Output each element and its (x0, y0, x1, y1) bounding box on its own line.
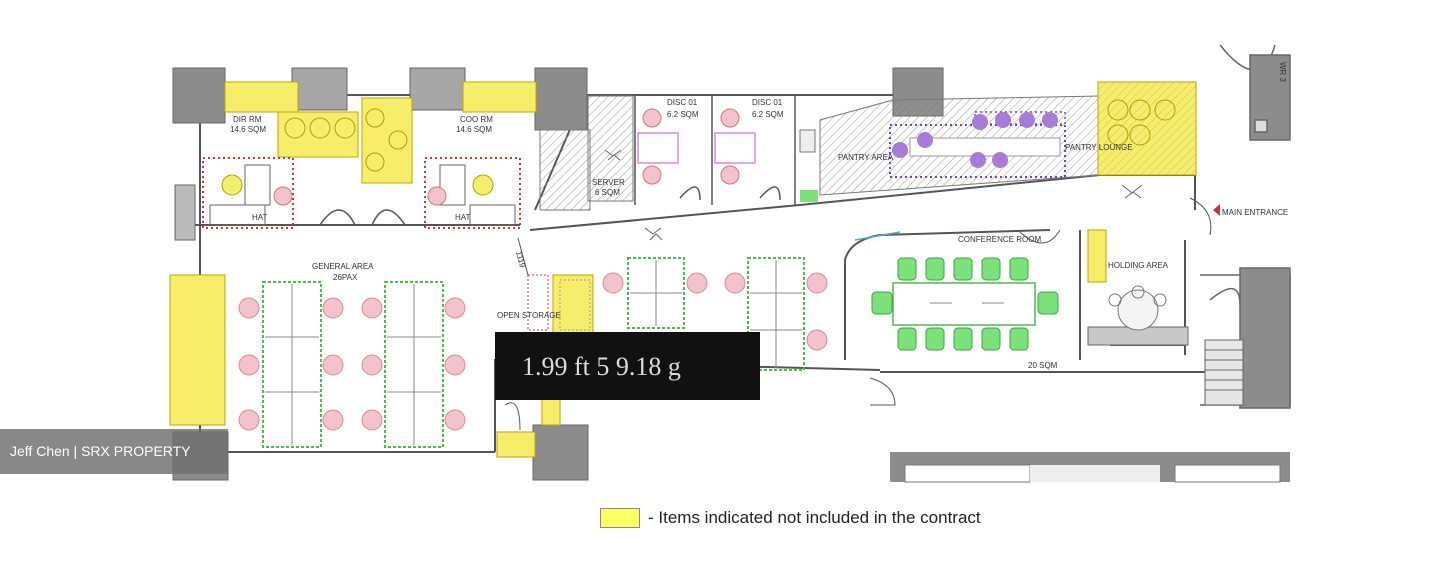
pantry-furniture (799, 111, 1066, 202)
stairs (1087, 326, 1244, 406)
server-area: 6 SQM (595, 188, 620, 197)
dir-room-area: 14.6 SQM (230, 125, 266, 134)
disc2-area: 6.2 SQM (752, 110, 784, 119)
executive-desks (202, 157, 521, 229)
disc1-name: DISC 01 (667, 98, 698, 107)
hat-label-2: HAT (455, 213, 471, 222)
coo-room-name: COO RM (460, 115, 493, 124)
general-chairs (238, 272, 828, 431)
general-area-capacity: 26PAX (333, 273, 358, 282)
corner-tag: WR 3 (1278, 62, 1287, 83)
hat-label-1: HAT (252, 213, 268, 222)
disc2-name: DISC 01 (752, 98, 783, 107)
coo-room-area: 14.6 SQM (456, 125, 492, 134)
general-area-label: GENERAL AREA (312, 262, 374, 271)
holding-furniture (527, 274, 1167, 331)
executive-chairs (221, 174, 494, 206)
scribble-text: 1.99 ft 5 9.18 g (522, 352, 681, 381)
watermark: Jeff Chen | SRX PROPERTY (0, 429, 228, 474)
workstation-clusters (262, 257, 805, 448)
holding-area-label: HOLDING AREA (1108, 261, 1169, 270)
entrance-arrow-icon (1213, 204, 1220, 216)
entrance-door (1189, 197, 1212, 236)
pantry-area-label: PANTRY AREA (838, 153, 894, 162)
dimension-line (517, 237, 529, 276)
discussion-walls (319, 96, 796, 226)
lower-exterior (890, 452, 1290, 483)
pantry-lounge-label: PANTRY LOUNGE (1065, 143, 1133, 152)
executive-furniture (209, 164, 516, 226)
dir-room-name: DIR RM (233, 115, 262, 124)
discussion-furniture (637, 108, 756, 185)
riser-hatch (539, 129, 591, 211)
legend: - Items indicated not included in the co… (600, 506, 981, 530)
exterior-structure (1200, 44, 1291, 409)
main-entrance-label: MAIN ENTRANCE (1222, 208, 1288, 217)
open-storage-label: OPEN STORAGE (497, 311, 561, 320)
server-room-hatch (587, 95, 634, 202)
workstation-desks (265, 260, 802, 445)
server-name: SERVER (592, 178, 625, 187)
lounge-seats (284, 99, 1176, 172)
legend-text: - Items indicated not included in the co… (648, 508, 981, 527)
decor-figures (604, 149, 1143, 241)
door-swings (504, 377, 896, 431)
conference-furniture (854, 229, 1061, 351)
redaction-box (495, 332, 760, 400)
conference-area: 20 SQM (1028, 361, 1058, 370)
dimension-label: 1119 (514, 250, 527, 269)
disc1-area: 6.2 SQM (667, 110, 699, 119)
conference-label: CONFERENCE ROOM (958, 235, 1041, 244)
legend-swatch (600, 508, 640, 528)
